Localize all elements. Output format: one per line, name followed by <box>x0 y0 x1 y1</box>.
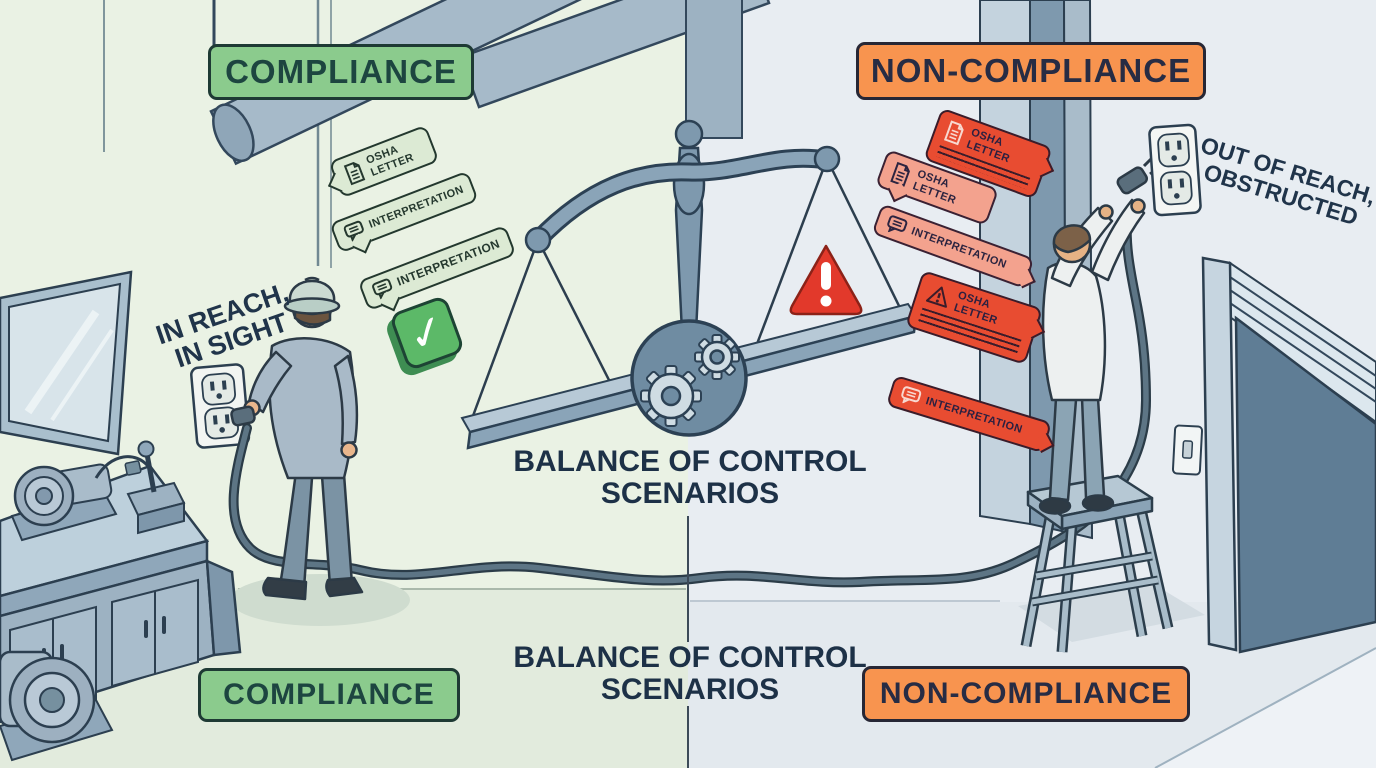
chat-icon <box>342 219 367 243</box>
caption-balance-upper: BALANCE OF CONTROL SCENARIOS <box>490 445 890 511</box>
speech-bubble-interpretation: INTERPRETATION <box>329 170 479 254</box>
warning-triangle-icon <box>789 244 863 316</box>
caption-line: SCENARIOS <box>600 673 780 707</box>
banner-label: COMPLIANCE <box>223 678 435 711</box>
speech-bubble-interpretation: INTERPRETATION <box>357 224 517 312</box>
speech-bubble-osha-letter-warning: OSHA LETTER <box>904 269 1046 366</box>
speech-bubble-osha-letter: OSHA LETTER <box>327 124 440 199</box>
banner-compliance-top: COMPLIANCE <box>208 44 474 100</box>
speech-bubble-osha-letter: OSHA LETTER <box>874 149 1000 227</box>
doorway <box>1201 256 1376 654</box>
document-icon <box>342 159 368 187</box>
workbench <box>0 440 242 762</box>
checkmark-icon: ✓ <box>401 303 453 363</box>
document-icon <box>888 160 914 188</box>
corner-motor <box>0 650 114 762</box>
speech-bubble-interpretation: INTERPRETATION <box>885 374 1055 454</box>
banner-non-compliance-bottom: NON-COMPLIANCE <box>862 666 1190 722</box>
banner-label: NON-COMPLIANCE <box>879 677 1173 710</box>
gear-icon <box>694 334 740 380</box>
speech-bubble-osha-letter: OSHA LETTER <box>923 107 1055 200</box>
chat-icon <box>884 214 909 238</box>
power-cord <box>228 207 1152 588</box>
banner-compliance-bottom: COMPLIANCE <box>198 668 460 722</box>
bench-motor <box>10 455 150 542</box>
caption-line: BALANCE OF CONTROL <box>513 641 867 674</box>
wall-window <box>0 270 133 456</box>
caption-line: SCENARIOS <box>600 477 780 511</box>
caption-line: BALANCE OF CONTROL <box>513 445 867 478</box>
balance-scale <box>460 119 918 450</box>
light-switch <box>1171 424 1204 476</box>
banner-non-compliance-top: NON-COMPLIANCE <box>856 42 1206 100</box>
gear-icon <box>640 365 702 427</box>
warning-icon <box>924 282 953 309</box>
caption-balance-lower: BALANCE OF CONTROL SCENARIOS <box>490 641 890 707</box>
chat-icon <box>370 277 395 301</box>
document-icon <box>942 119 968 147</box>
right-outlet <box>1148 123 1202 217</box>
banner-label: COMPLIANCE <box>225 53 457 90</box>
control-lever <box>126 440 186 535</box>
chat-icon <box>898 385 922 408</box>
speech-bubble-interpretation: INTERPRETATION <box>871 203 1036 289</box>
non-compliance-worker <box>1038 156 1160 515</box>
compliance-worker <box>230 276 364 601</box>
banner-label: NON-COMPLIANCE <box>870 52 1192 89</box>
bubble-label: OSHA LETTER <box>911 167 958 207</box>
